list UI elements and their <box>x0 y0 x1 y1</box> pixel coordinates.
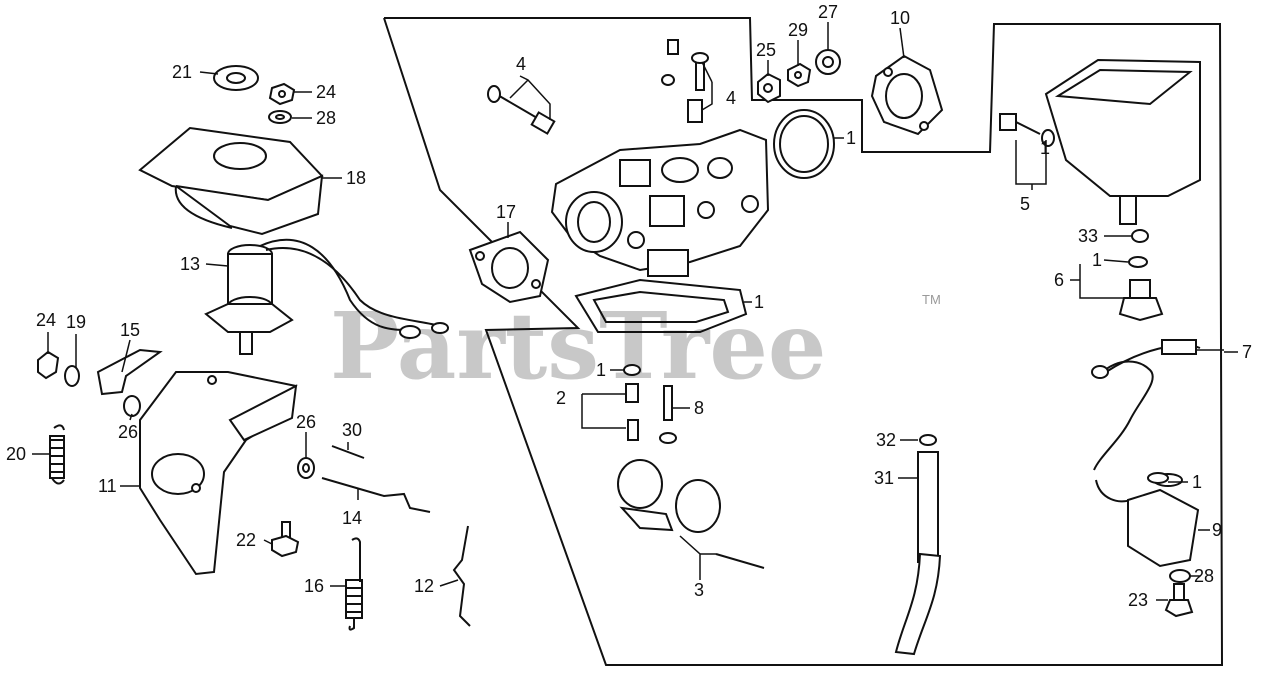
callout-28: 28 <box>1194 566 1214 586</box>
part-28-washer-right <box>1169 569 1191 583</box>
callout-25: 25 <box>756 40 776 60</box>
watermark-trademark: TM <box>922 292 941 307</box>
callout-16: 16 <box>304 576 324 596</box>
left-parts <box>37 65 471 631</box>
callout-26: 26 <box>296 412 316 432</box>
part-15-lever <box>96 348 163 396</box>
part-30-pin <box>331 445 365 459</box>
callout-15: 15 <box>120 320 140 340</box>
callout-1: 1 <box>1040 138 1050 158</box>
watermark-text: PartsTree <box>330 292 826 400</box>
callout-11: 11 <box>98 476 117 496</box>
part-1-oring-drain <box>1128 256 1148 268</box>
part-28-washer <box>268 110 292 124</box>
part-12-rod <box>452 525 471 627</box>
part-24-nut-small <box>37 350 60 380</box>
part-14-rod <box>321 477 431 513</box>
part-1-oring-top <box>773 109 835 179</box>
part-25-washer <box>757 72 781 104</box>
part-26-washer-mid <box>297 457 315 479</box>
callout-1: 1 <box>846 128 856 148</box>
part-4-screw-right <box>661 39 709 123</box>
part-20-spring <box>49 424 65 485</box>
callout-30: 30 <box>342 420 362 440</box>
callout-2: 2 <box>556 388 566 408</box>
callout-1: 1 <box>1092 250 1102 270</box>
leader-lines <box>32 22 1238 601</box>
part-27-washer <box>815 49 841 75</box>
part-16-spring <box>345 537 363 631</box>
callout-27: 27 <box>818 2 838 22</box>
part-31-fuel-tube <box>894 451 942 656</box>
callout-1: 1 <box>1192 472 1202 492</box>
part-26-washer-left <box>123 395 141 417</box>
callout-labels: 21 24 28 18 13 24 19 15 26 20 11 26 30 1… <box>6 2 1252 610</box>
callout-29: 29 <box>788 20 808 40</box>
callout-24: 24 <box>36 310 56 330</box>
callout-1: 1 <box>754 292 764 312</box>
callout-4: 4 <box>516 54 526 74</box>
callout-7: 7 <box>1242 342 1252 362</box>
callout-33: 33 <box>1078 226 1098 246</box>
right-parts <box>999 58 1201 618</box>
part-24-nut <box>268 82 296 106</box>
callout-19: 19 <box>66 312 86 332</box>
callout-5: 5 <box>1020 194 1030 214</box>
part-4-screw-left <box>487 85 556 135</box>
part-21-gasket <box>213 65 259 91</box>
part-29-nut <box>787 62 812 88</box>
part-33-cap <box>1131 229 1149 243</box>
part-11-bracket <box>139 371 298 576</box>
part-32-clip <box>919 434 937 446</box>
part-18-bracket-cover <box>138 126 324 236</box>
part-17-gasket <box>468 230 550 304</box>
callout-3: 3 <box>694 580 704 600</box>
float-bowl <box>1044 58 1201 225</box>
callout-23: 23 <box>1128 590 1148 610</box>
part-23-bolt <box>1164 583 1194 618</box>
callout-1: 1 <box>596 360 606 380</box>
callout-17: 17 <box>496 202 516 222</box>
part-6-drain-bolt <box>1118 279 1164 322</box>
callout-24: 24 <box>316 82 336 102</box>
part-22-bolt <box>271 521 300 558</box>
callout-18: 18 <box>346 168 366 188</box>
callout-8: 8 <box>694 398 704 418</box>
part-2-jet <box>623 364 641 441</box>
part-5-bolt <box>999 113 1055 147</box>
part-8-screw <box>659 385 677 444</box>
callout-12: 12 <box>414 576 434 596</box>
callout-9: 9 <box>1212 520 1222 540</box>
callout-20: 20 <box>6 444 26 464</box>
part-1-oring-solenoid <box>1147 472 1169 484</box>
callout-28: 28 <box>316 108 336 128</box>
part-9-solenoid <box>1091 339 1201 568</box>
callout-26: 26 <box>118 422 138 442</box>
callout-13: 13 <box>180 254 200 274</box>
center-parts <box>468 39 944 656</box>
callout-22: 22 <box>236 530 256 550</box>
callout-14: 14 <box>342 508 362 528</box>
callout-4: 4 <box>726 88 736 108</box>
part-1-gasket-bottom <box>574 278 748 333</box>
callout-32: 32 <box>876 430 896 450</box>
callout-21: 21 <box>172 62 192 82</box>
part-3-float <box>617 459 765 569</box>
callout-31: 31 <box>874 468 894 488</box>
part-13-solenoid <box>204 238 449 355</box>
carburetor-body <box>550 128 770 277</box>
part-19-washer <box>64 365 80 387</box>
callout-6: 6 <box>1054 270 1064 290</box>
part-10-gasket <box>870 54 944 136</box>
callout-10: 10 <box>890 8 910 28</box>
